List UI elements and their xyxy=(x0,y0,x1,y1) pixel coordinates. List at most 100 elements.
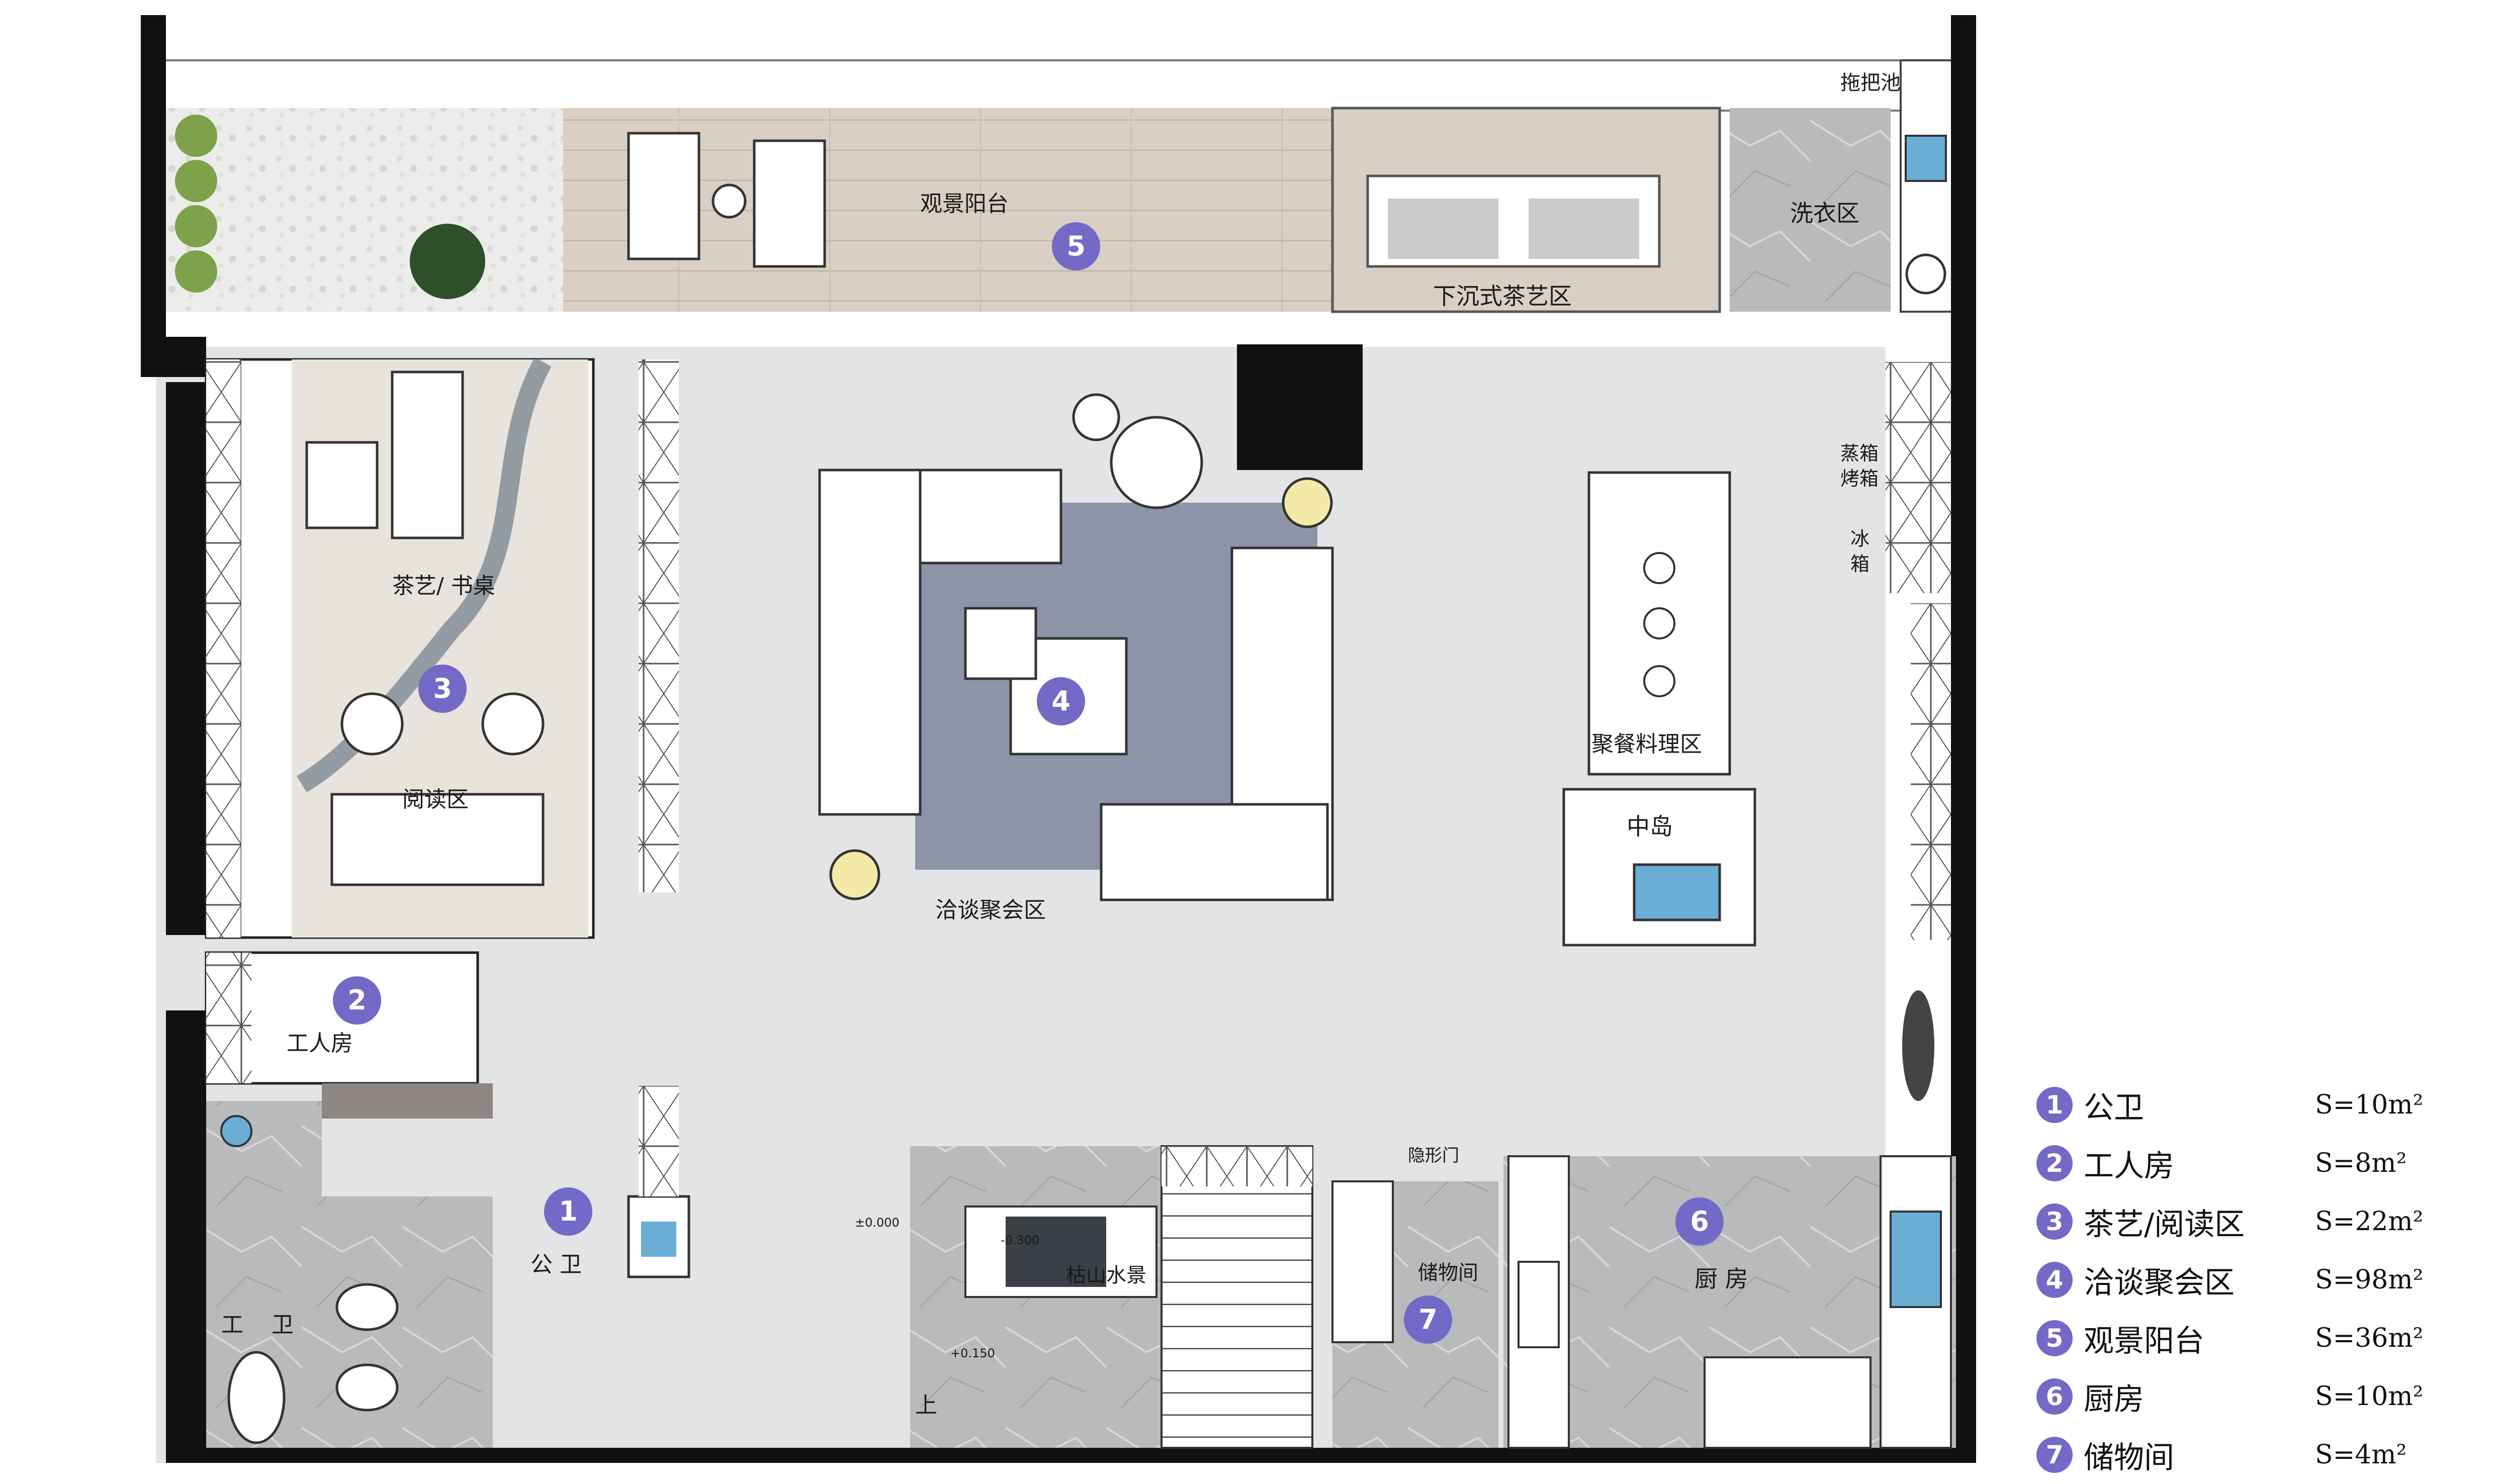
label-bake-oven: 烤箱 xyxy=(1840,468,1879,490)
plant xyxy=(175,250,217,293)
legend-zone-name: 洽谈聚会区 xyxy=(2084,1265,2235,1301)
svg-text:3: 3 xyxy=(433,673,452,704)
ottoman xyxy=(964,607,1037,680)
svg-text:2: 2 xyxy=(347,984,367,1016)
toilet xyxy=(335,1363,399,1412)
cooktop-burner xyxy=(1643,607,1675,639)
legend-row: 6 厨房 S=10m² xyxy=(2036,1367,2469,1426)
legend-zone-name: 公卫 xyxy=(2084,1090,2144,1126)
label-tea-desk: 茶艺/ 书桌 xyxy=(392,573,495,599)
legend-row: 2 工人房 S=8m² xyxy=(2036,1134,2469,1192)
vanity-basin xyxy=(641,1222,676,1257)
label-up: 上 xyxy=(915,1393,937,1418)
appliance-tall-unit xyxy=(1886,362,1951,593)
plant xyxy=(175,205,217,247)
staircase xyxy=(1161,1145,1313,1449)
zone-legend: 1 公卫 S=10m² 2 工人房 S=8m² 3 茶艺/阅读区 S=22m² … xyxy=(2036,1076,2469,1484)
zone-badge-1: 1 xyxy=(544,1187,592,1236)
svg-text:4: 4 xyxy=(1051,685,1071,717)
legend-row: 5 观景阳台 S=36m² xyxy=(2036,1309,2469,1367)
legend-zone-area: S=8m² xyxy=(2315,1148,2407,1178)
svg-text:6: 6 xyxy=(1690,1205,1709,1237)
laundry-floor xyxy=(1730,108,1891,312)
wall xyxy=(1951,15,1976,352)
wall xyxy=(166,1448,1976,1463)
label-reading: 阅读区 xyxy=(402,787,469,812)
wall xyxy=(141,15,166,337)
kitchen-sink xyxy=(1890,1211,1942,1308)
legend-number: 3 xyxy=(2036,1203,2073,1240)
label-balcony: 观景阳台 xyxy=(920,191,1009,217)
legend-zone-area: S=4m² xyxy=(2315,1440,2407,1470)
label-dry-garden: 枯山水景 xyxy=(1066,1264,1146,1287)
label-level-1: ±0.000 xyxy=(855,1216,900,1230)
column xyxy=(1237,344,1363,470)
zone-badge-4: 4 xyxy=(1037,677,1085,725)
label-public-wc: 公 卫 xyxy=(530,1252,582,1277)
legend-number: 6 xyxy=(2036,1378,2073,1415)
shrub xyxy=(410,224,485,299)
svg-text:1: 1 xyxy=(559,1195,578,1227)
washer xyxy=(1905,253,1946,295)
label-level-2: -0.300 xyxy=(1001,1233,1039,1247)
sofa-bottom xyxy=(1100,803,1329,901)
island-sink xyxy=(1633,863,1721,921)
label-staff-wc-1: 工 xyxy=(221,1312,243,1338)
legend-number: 5 xyxy=(2036,1320,2073,1356)
label-kitchen: 厨 房 xyxy=(1695,1265,1748,1292)
stair-cabinet xyxy=(1162,1146,1312,1186)
floor-lamp xyxy=(1282,477,1333,528)
legend-zone-name: 工人房 xyxy=(2084,1148,2174,1184)
legend-zone-area: S=98m² xyxy=(2315,1265,2424,1295)
sun-lounger xyxy=(753,139,826,268)
storage-cabinet xyxy=(206,359,241,938)
wall xyxy=(166,382,206,935)
legend-zone-area: S=36m² xyxy=(2315,1323,2424,1353)
label-staff-wc-2: 卫 xyxy=(272,1312,294,1338)
label-maid-room: 工人房 xyxy=(287,1031,353,1056)
label-sunken-tea: 下沉式茶艺区 xyxy=(1433,283,1572,310)
legend-zone-area: S=10m² xyxy=(2315,1381,2424,1412)
zone-badge-3: 3 xyxy=(418,665,467,713)
armchair xyxy=(340,692,404,756)
cooktop-burner xyxy=(1643,665,1675,697)
label-mop-sink: 拖把池 xyxy=(1840,71,1901,95)
label-steam-oven: 蒸箱 xyxy=(1840,442,1879,465)
legend-row: 7 储物间 S=4m² xyxy=(2036,1426,2469,1484)
svg-text:7: 7 xyxy=(1418,1304,1438,1335)
plant xyxy=(175,160,217,202)
legend-number: 7 xyxy=(2036,1437,2073,1473)
label-island: 中岛 xyxy=(1627,813,1673,840)
tea-table-top-left xyxy=(1388,199,1498,259)
storage-cabinet xyxy=(639,359,679,892)
balcony-rail xyxy=(150,59,1962,112)
plant xyxy=(175,115,217,157)
zone-badge-6: 6 xyxy=(1675,1197,1724,1246)
svg-text:5: 5 xyxy=(1066,230,1086,262)
maid-wardrobe xyxy=(206,953,251,1083)
cooktop-burner xyxy=(1643,552,1675,584)
kitchen-counter-bottom xyxy=(1704,1356,1872,1449)
label-laundry: 洗衣区 xyxy=(1790,200,1859,227)
dining-table xyxy=(1587,471,1731,776)
legend-row: 3 茶艺/阅读区 S=22m² xyxy=(2036,1192,2469,1251)
wall xyxy=(141,337,206,377)
surfboard-decor xyxy=(1902,990,1934,1101)
desk-chair xyxy=(305,441,379,529)
armchair xyxy=(481,692,545,756)
storage-shelf xyxy=(1331,1180,1394,1343)
reading-sofa xyxy=(330,793,545,886)
kitchen-tall-cabinet xyxy=(1911,603,1951,940)
label-lounge: 洽谈聚会区 xyxy=(935,897,1046,923)
dry-garden-rock xyxy=(1006,1217,1106,1287)
maid-room-threshold xyxy=(322,1083,493,1119)
zone-badge-7: 7 xyxy=(1404,1295,1452,1344)
basin xyxy=(220,1115,252,1147)
lounge-chair xyxy=(1110,416,1203,509)
label-dining: 聚餐料理区 xyxy=(1591,731,1702,757)
laundry-sink xyxy=(1905,135,1947,182)
zone-badge-2: 2 xyxy=(333,976,381,1025)
sun-lounger xyxy=(627,132,700,260)
